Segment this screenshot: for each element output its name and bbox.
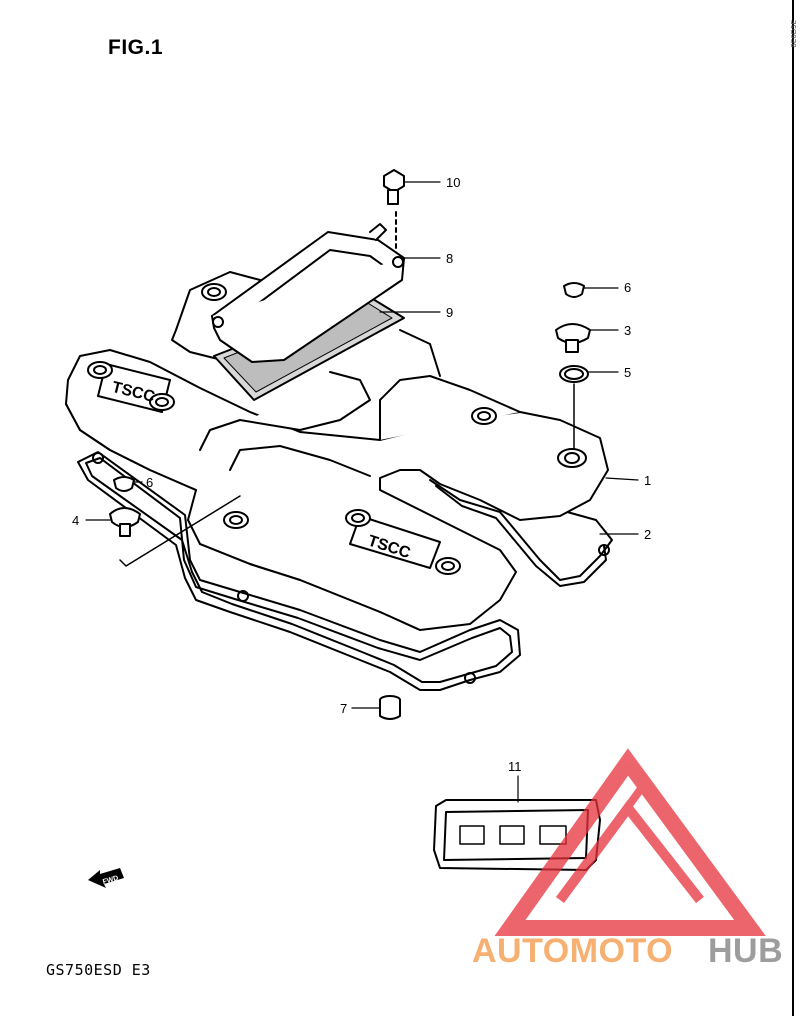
fwd-label: FWD [102, 875, 119, 886]
callout-7: 7 [340, 701, 347, 716]
callout-1: 1 [644, 473, 651, 488]
callout-3: 3 [624, 323, 631, 338]
cap-bolt [555, 323, 591, 353]
cap [563, 282, 585, 298]
callout-8: 8 [446, 251, 453, 266]
callout-9: 9 [446, 305, 453, 320]
watermark-logo-icon [494, 748, 766, 936]
bolt [383, 169, 405, 205]
cover-gasket [77, 451, 613, 691]
watermark-text-gray: HUB [708, 932, 783, 970]
callout-2: 2 [644, 527, 651, 542]
callout-11: 11 [508, 759, 522, 774]
callout-10: 10 [446, 175, 460, 190]
callout-6-top: 6 [624, 280, 631, 295]
page-border [792, 0, 800, 1016]
breather-cover [211, 223, 405, 363]
cap-bolt [109, 507, 141, 537]
fwd-arrow-icon: FWD [88, 868, 124, 888]
callout-6-left: 6 [146, 475, 153, 490]
cap [113, 476, 135, 492]
o-ring [559, 365, 589, 383]
figure-title: FIG.1 [108, 36, 164, 59]
callout-5: 5 [624, 365, 631, 380]
model-code: GS750ESD E3 [46, 961, 151, 979]
dowel-pin [379, 695, 401, 720]
callout-4: 4 [72, 513, 79, 528]
watermark-text-orange: AUTOMOTO [472, 932, 673, 970]
